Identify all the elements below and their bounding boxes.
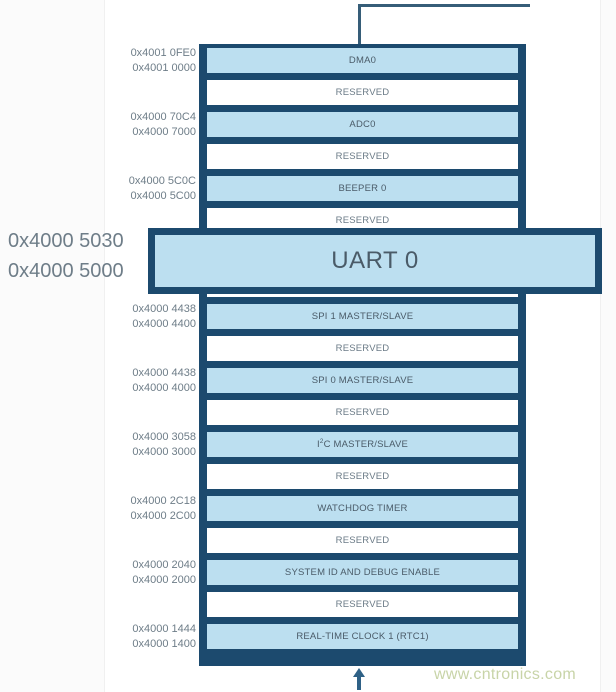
- callout-address-high: 0x4000 5030: [8, 230, 124, 252]
- address-high: 0x4000 70C4: [130, 111, 196, 123]
- memory-block-row: WATCHDOG TIMER: [207, 496, 518, 521]
- memory-block-row: SYSTEM ID AND DEBUG ENABLE: [207, 560, 518, 585]
- memory-block-row: RESERVED: [207, 464, 518, 489]
- memory-block-label: SPI 1 MASTER/SLAVE: [311, 311, 414, 322]
- address-label-pair: 0x4000 4438 0x4000 4000: [46, 366, 196, 395]
- address-high: 0x4001 0FE0: [130, 47, 196, 59]
- top-connector-horizontal: [358, 4, 530, 7]
- memory-block-label: RESERVED: [335, 343, 390, 354]
- address-low: 0x4000 2C00: [130, 509, 196, 522]
- uart0-callout-box: UART 0: [148, 228, 602, 294]
- memory-block-label: SYSTEM ID AND DEBUG ENABLE: [284, 567, 441, 578]
- page-panel-right: [600, 0, 616, 692]
- address-low: 0x4000 4400: [132, 317, 196, 330]
- address-low: 0x4000 2000: [132, 573, 196, 586]
- address-high: 0x4000 2C18: [130, 495, 196, 507]
- address-label-pair: 0x4001 0FE0 0x4001 0000: [46, 46, 196, 75]
- memory-block-label: REAL-TIME CLOCK 1 (RTC1): [296, 631, 429, 642]
- memory-block-label: I2C MASTER/SLAVE: [316, 438, 409, 451]
- address-low: 0x4000 3000: [132, 445, 196, 458]
- memory-block-label: SPI 0 MASTER/SLAVE: [311, 375, 414, 386]
- address-high: 0x4000 1444: [132, 623, 196, 635]
- callout-address-low: 0x4000 5000: [8, 260, 124, 282]
- memory-block-label: DMA0: [348, 55, 377, 66]
- memory-block-row: BEEPER 0: [207, 176, 518, 201]
- address-label-pair: 0x4000 2C18 0x4000 2C00: [46, 494, 196, 523]
- address-high: 0x4000 3058: [132, 431, 196, 443]
- memory-block-label: RESERVED: [335, 87, 390, 98]
- address-label-pair: 0x4000 4438 0x4000 4400: [46, 302, 196, 331]
- watermark-text: www.cntronics.com: [434, 666, 577, 683]
- memory-block-row: DMA0: [207, 48, 518, 73]
- address-low: 0x4000 4000: [132, 381, 196, 394]
- address-high: 0x4000 4438: [132, 303, 196, 315]
- address-label-pair: 0x4000 3058 0x4000 3000: [46, 430, 196, 459]
- memory-block-label: RESERVED: [335, 599, 390, 610]
- memory-block-label: RESERVED: [335, 151, 390, 162]
- memory-block-label: RESERVED: [335, 535, 390, 546]
- address-low: 0x4000 1400: [132, 637, 196, 650]
- uart0-callout-inner: UART 0: [155, 235, 595, 287]
- memory-block-row: SPI 0 MASTER/SLAVE: [207, 368, 518, 393]
- address-label-pair: 0x4000 70C4 0x4000 7000: [46, 110, 196, 139]
- memory-block-row: RESERVED: [207, 144, 518, 169]
- memory-block-row: ADC0: [207, 112, 518, 137]
- memory-block-row: SPI 1 MASTER/SLAVE: [207, 304, 518, 329]
- address-low: 0x4000 5C00: [130, 189, 196, 202]
- memory-block-row: RESERVED: [207, 592, 518, 617]
- memory-block-label: BEEPER 0: [338, 183, 387, 194]
- address-label-pair: 0x4000 2040 0x4000 2000: [46, 558, 196, 587]
- address-high: 0x4000 4438: [132, 367, 196, 379]
- uart0-callout-label: UART 0: [331, 247, 419, 274]
- address-label-pair: 0x4000 1444 0x4000 1400: [46, 622, 196, 651]
- memory-block-label: RESERVED: [335, 471, 390, 482]
- memory-block-row: RESERVED: [207, 528, 518, 553]
- address-low: 0x4001 0000: [132, 61, 196, 74]
- memory-block-label: ADC0: [349, 119, 376, 130]
- memory-block-label: RESERVED: [335, 407, 390, 418]
- address-high: 0x4000 2040: [132, 559, 196, 571]
- memory-block-row: REAL-TIME CLOCK 1 (RTC1): [207, 624, 518, 649]
- memory-block-row: RESERVED: [207, 80, 518, 105]
- memory-block-row: I2C MASTER/SLAVE: [207, 432, 518, 457]
- memory-block-label: WATCHDOG TIMER: [317, 503, 408, 514]
- memory-block-row: RESERVED: [207, 400, 518, 425]
- arrow-up-icon: [353, 668, 365, 690]
- memory-block-row: RESERVED: [207, 336, 518, 361]
- address-low: 0x4000 7000: [132, 125, 196, 138]
- memory-block-label: RESERVED: [335, 215, 390, 226]
- address-label-pair: 0x4000 5C0C 0x4000 5C00: [46, 174, 196, 203]
- top-connector-vertical: [358, 4, 361, 46]
- page-panel-left: [0, 0, 105, 692]
- address-high: 0x4000 5C0C: [128, 175, 196, 187]
